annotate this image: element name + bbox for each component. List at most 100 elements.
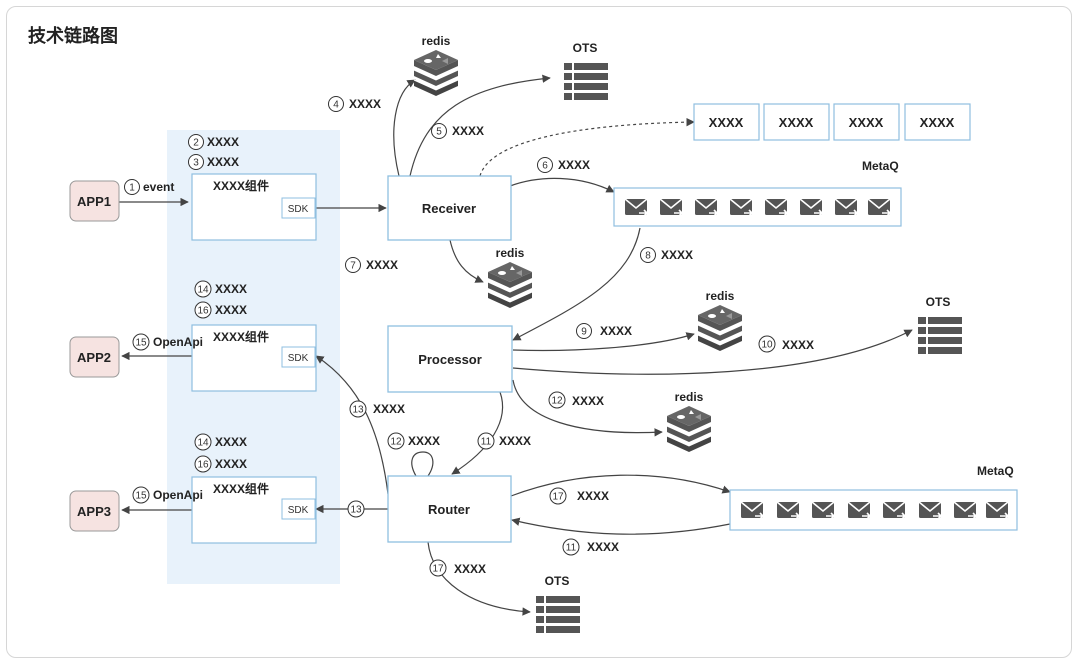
table-icon xyxy=(536,596,580,633)
redis-icon xyxy=(666,405,712,453)
edge-metaq2-router xyxy=(511,517,731,535)
xxxx-box-1-label: XXXX xyxy=(709,115,744,130)
step-labels: 1 event 2 XXXX 3 XXXX 4 XXXX 5 XXXX 6 XX… xyxy=(124,96,814,577)
step-label: 3 XXXX xyxy=(188,154,239,170)
svg-text:XXXX: XXXX xyxy=(587,540,619,554)
message-icon xyxy=(834,198,858,217)
ots-1-label: OTS xyxy=(573,41,598,55)
sdk-1-label: SDK xyxy=(288,204,309,215)
edge-receiver-xxxx-dashed xyxy=(479,117,695,177)
step-label: 16 XXXX xyxy=(194,301,247,319)
svg-text:17: 17 xyxy=(432,564,444,575)
svg-text:XXXX: XXXX xyxy=(600,324,632,338)
step-label: 10 XXXX xyxy=(758,335,814,353)
step-label: 15 OpenApi xyxy=(132,486,203,504)
metaq-queue-1: MetaQ xyxy=(613,159,902,227)
svg-text:XXXX: XXXX xyxy=(373,402,405,416)
svg-text:XXXX: XXXX xyxy=(499,434,531,448)
xxxx-box-4-label: XXXX xyxy=(920,115,955,130)
step-label: 4 XXXX xyxy=(328,96,381,112)
message-icon xyxy=(729,198,753,217)
edges xyxy=(119,74,913,616)
svg-text:4: 4 xyxy=(333,100,339,111)
svg-text:15: 15 xyxy=(135,491,147,502)
svg-text:XXXX: XXXX xyxy=(215,435,247,449)
message-icon xyxy=(918,501,942,520)
diagram-title: 技术链路图 xyxy=(28,26,118,47)
app-2: APP2 xyxy=(69,336,120,378)
app-1: APP1 xyxy=(69,180,120,222)
table-icon xyxy=(564,63,608,100)
app-3: APP3 xyxy=(69,490,120,532)
svg-text:XXXX: XXXX xyxy=(207,155,239,169)
svg-text:2: 2 xyxy=(193,138,199,149)
redis-store-3: redis xyxy=(697,289,743,352)
diagram-frame xyxy=(6,6,1072,658)
message-icon xyxy=(953,501,977,520)
message-icon xyxy=(811,501,835,520)
svg-text:12: 12 xyxy=(551,396,563,407)
app-1-label: APP1 xyxy=(77,194,111,209)
svg-text:OpenApi: OpenApi xyxy=(153,488,203,502)
step-label: 7 XXXX xyxy=(345,257,398,273)
step-label: 16 XXXX xyxy=(194,455,247,473)
sdk-2-label: SDK xyxy=(288,353,309,364)
ots-store-1: OTS xyxy=(564,41,608,100)
edge-router-ots-bottom xyxy=(427,541,531,616)
svg-text:14: 14 xyxy=(197,285,209,296)
svg-text:XXXX: XXXX xyxy=(215,303,247,317)
ots-store-3: OTS xyxy=(536,574,580,633)
sdk-3-label: SDK xyxy=(288,505,309,516)
ots-3-label: OTS xyxy=(545,574,570,588)
step-label: 2 XXXX xyxy=(188,134,239,150)
svg-text:XXXX: XXXX xyxy=(782,338,814,352)
ots-store-2: OTS xyxy=(918,295,962,354)
router-node: Router xyxy=(387,475,512,543)
step-label: 13 XXXX xyxy=(349,400,405,418)
receiver-label: Receiver xyxy=(422,201,476,216)
message-icon xyxy=(799,198,823,217)
processor-node: Processor xyxy=(387,325,513,393)
component-1-label: XXXX组件 xyxy=(213,178,269,193)
svg-text:14: 14 xyxy=(197,438,209,449)
svg-text:XXXX: XXXX xyxy=(215,457,247,471)
redis-store-4: redis xyxy=(666,390,712,453)
svg-text:XXXX: XXXX xyxy=(558,158,590,172)
svg-text:5: 5 xyxy=(436,127,442,138)
svg-text:OpenApi: OpenApi xyxy=(153,335,203,349)
svg-text:9: 9 xyxy=(581,327,587,338)
message-icon xyxy=(882,501,906,520)
edge-processor-router xyxy=(451,391,504,475)
component-2: XXXX组件 SDK xyxy=(191,324,317,392)
message-icon xyxy=(985,501,1009,520)
svg-text:XXXX: XXXX xyxy=(207,135,239,149)
xxxx-box-4: XXXX xyxy=(904,103,971,141)
redis-store-2: redis xyxy=(487,246,533,309)
app-3-label: APP3 xyxy=(77,504,111,519)
message-icon xyxy=(776,501,800,520)
svg-text:6: 6 xyxy=(542,161,548,172)
step-label: 5 XXXX xyxy=(431,123,484,139)
message-icon xyxy=(764,198,788,217)
step-label: 14 XXXX xyxy=(194,433,247,451)
svg-text:12: 12 xyxy=(390,437,402,448)
edge-receiver-metaq xyxy=(509,177,615,193)
redis-store-1: redis xyxy=(413,34,459,97)
component-3-label: XXXX组件 xyxy=(213,481,269,496)
component-3: XXXX组件 SDK xyxy=(191,476,317,544)
svg-text:event: event xyxy=(143,180,174,194)
edge-receiver-redis-mid xyxy=(449,239,484,283)
step-label: 12 XXXX xyxy=(387,432,440,450)
edge-metaq-processor xyxy=(512,227,641,341)
svg-text:XXXX: XXXX xyxy=(572,394,604,408)
metaq-queue-2: MetaQ xyxy=(729,464,1018,531)
component-1: XXXX组件 SDK xyxy=(191,173,317,241)
router-label: Router xyxy=(428,502,470,517)
step-label: 11 XXXX xyxy=(477,432,531,450)
ots-2-label: OTS xyxy=(926,295,951,309)
svg-text:13: 13 xyxy=(352,405,364,416)
svg-text:11: 11 xyxy=(566,543,577,554)
message-icon xyxy=(867,198,891,217)
message-icon xyxy=(740,501,764,520)
